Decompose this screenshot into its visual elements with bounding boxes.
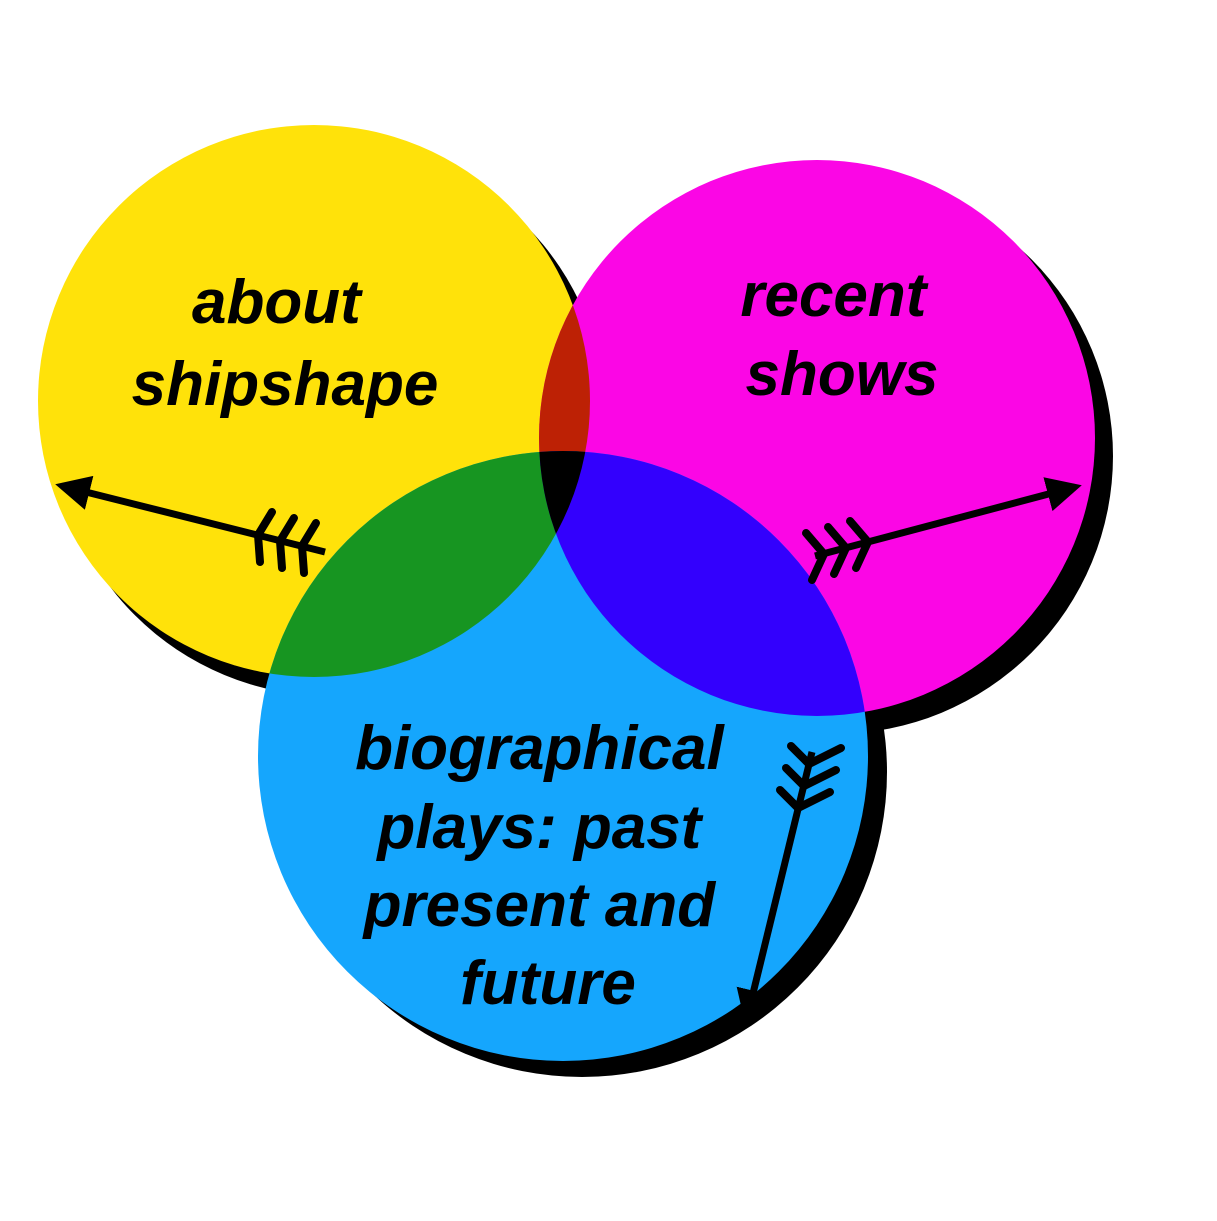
overlap-recent-biographical (539, 451, 868, 716)
overlap-about-biographical (258, 451, 590, 677)
label-recent-line-1: recent (740, 261, 928, 330)
label-about: about shipshape (132, 268, 439, 419)
label-recent-line-2: shows (746, 340, 939, 409)
label-bio-line-4: future (460, 949, 636, 1018)
arrow-down-icon (736, 742, 845, 1025)
label-bio-line-1: biographical (355, 714, 725, 783)
label-recent: recent shows (740, 261, 943, 409)
arrow-right-icon (802, 477, 1082, 584)
label-about-line-1: about (192, 268, 363, 337)
arrow-left-icon (55, 475, 326, 577)
label-bio-line-2: plays: past (375, 793, 703, 862)
label-bio-line-3: present and (362, 871, 717, 940)
label-about-line-2: shipshape (132, 350, 439, 419)
label-biographical: biographical plays: past present and fut… (355, 714, 741, 1018)
